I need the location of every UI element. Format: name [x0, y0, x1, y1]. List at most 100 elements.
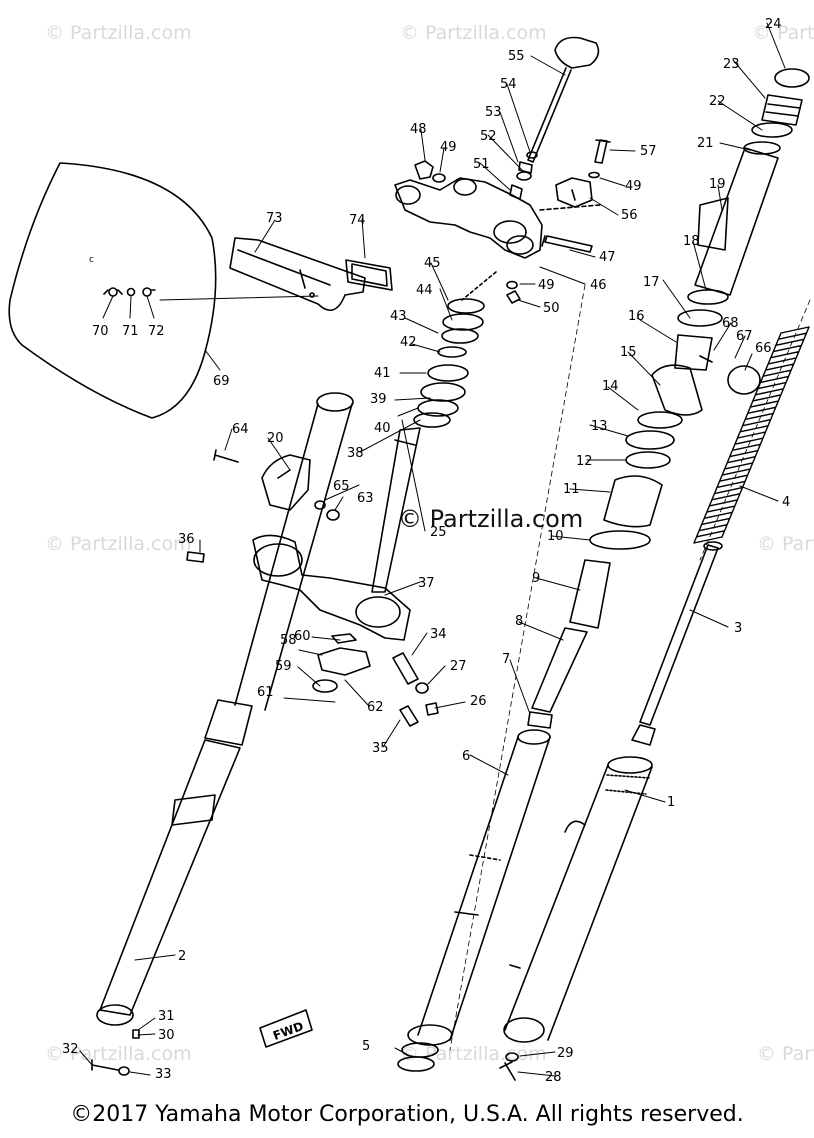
callout-43: 43: [390, 309, 407, 324]
watermark: © Partzilla.com: [400, 1043, 547, 1065]
bolt-50: [506, 290, 521, 304]
watermark: © Partzilla.com: [757, 533, 814, 555]
right-outer-tube: [503, 756, 653, 1043]
callout-51: 51: [473, 157, 490, 172]
callout-2: 2: [178, 949, 186, 964]
callout-20: 20: [267, 431, 284, 446]
callout-23: 23: [723, 57, 740, 72]
callout-56: 56: [621, 208, 638, 223]
bolt-32: [91, 1059, 119, 1071]
callout-71: 71: [122, 324, 139, 339]
washer-54: [526, 151, 538, 159]
callout-10: 10: [547, 529, 564, 544]
callout-29: 29: [557, 1046, 574, 1061]
cap-24: [774, 68, 810, 88]
callout-1: 1: [667, 795, 675, 810]
callout-55: 55: [508, 49, 525, 64]
cover-19: [694, 147, 779, 296]
callout-41: 41: [374, 366, 391, 381]
callout-35: 35: [372, 741, 389, 756]
ring-14: [637, 411, 683, 429]
plate-bracket: [159, 237, 366, 312]
callout-32: 32: [62, 1042, 79, 1057]
callout-14: 14: [602, 379, 619, 394]
pin-34: [392, 652, 419, 685]
callout-44: 44: [416, 283, 433, 298]
watermark: © Partzilla.com: [752, 22, 814, 44]
callout-6: 6: [462, 749, 470, 764]
bolt-23: [761, 94, 803, 126]
steering-stem: [371, 427, 421, 593]
callout-65: 65: [333, 479, 350, 494]
callout-63: 63: [357, 491, 374, 506]
callout-45: 45: [424, 256, 441, 271]
callout-61: 61: [257, 685, 274, 700]
callout-46: 46: [590, 278, 607, 293]
callout-42: 42: [400, 335, 417, 350]
watermark: © Partzilla.com: [45, 1043, 192, 1065]
callout-13: 13: [591, 419, 608, 434]
callout-31: 31: [158, 1009, 175, 1024]
bearing-stack: [413, 271, 497, 428]
fork-spring: [693, 326, 810, 544]
callout-7: 7: [502, 652, 510, 667]
washer-12: [625, 451, 671, 469]
plate-mark: c: [89, 255, 94, 265]
watermark-center: © Partzilla.com: [398, 505, 584, 533]
fwd-tag: [259, 1009, 313, 1048]
bolt-28: [499, 1061, 516, 1081]
callout-34: 34: [430, 627, 447, 642]
number-plate: [8, 162, 217, 419]
bolt-57: [594, 139, 611, 164]
callout-73: 73: [266, 211, 283, 226]
watermark: © Partzilla.com: [400, 22, 547, 44]
ring-18: [687, 289, 729, 305]
watermark: © Partzilla.com: [757, 1043, 814, 1065]
callout-70: 70: [92, 324, 109, 339]
watermark: © Partzilla.com: [45, 22, 192, 44]
watermark: © Partzilla.com: [45, 533, 192, 555]
bolt-64: [213, 449, 239, 463]
washer-60: [331, 633, 357, 644]
callout-4: 4: [782, 495, 790, 510]
upper-bracket: [394, 177, 601, 259]
callout-66: 66: [755, 341, 772, 356]
callout-74: 74: [349, 213, 366, 228]
callout-54: 54: [500, 77, 517, 92]
callout-labels: 1234567891011121314151617181920212223242…: [62, 17, 790, 1085]
ring-17: [677, 309, 723, 327]
callout-37: 37: [418, 576, 435, 591]
piston-8: [531, 627, 588, 713]
plate-fasteners: [103, 287, 156, 297]
cover-15: [651, 364, 703, 416]
washer-13: [625, 430, 675, 450]
callout-72: 72: [148, 324, 165, 339]
washer-49: [432, 173, 446, 183]
collar-7: [527, 711, 553, 729]
pin-36: [186, 551, 205, 563]
washer-65: [314, 500, 326, 510]
ring-22: [751, 122, 793, 138]
callout-58: 58: [280, 633, 297, 648]
callout-47: 47: [599, 250, 616, 265]
rod-68: [699, 355, 713, 363]
callout-9: 9: [532, 571, 540, 586]
callout-69: 69: [213, 374, 230, 389]
callout-5: 5: [362, 1039, 370, 1054]
cap-48: [414, 160, 434, 180]
guide-20: [261, 454, 311, 511]
screw-30: [132, 1029, 140, 1039]
callout-26: 26: [470, 694, 487, 709]
grommet: [345, 259, 393, 291]
stem-nut-55: [527, 36, 600, 163]
callout-22: 22: [709, 94, 726, 109]
callout-40: 40: [374, 421, 391, 436]
callout-30: 30: [158, 1028, 175, 1043]
bolt-59: [312, 679, 338, 693]
copyright-notice: ©2017 Yamaha Motor Corporation, U.S.A. A…: [70, 1102, 744, 1127]
callout-11: 11: [563, 482, 580, 497]
callout-64: 64: [232, 422, 249, 437]
callout-49: 49: [538, 278, 555, 293]
